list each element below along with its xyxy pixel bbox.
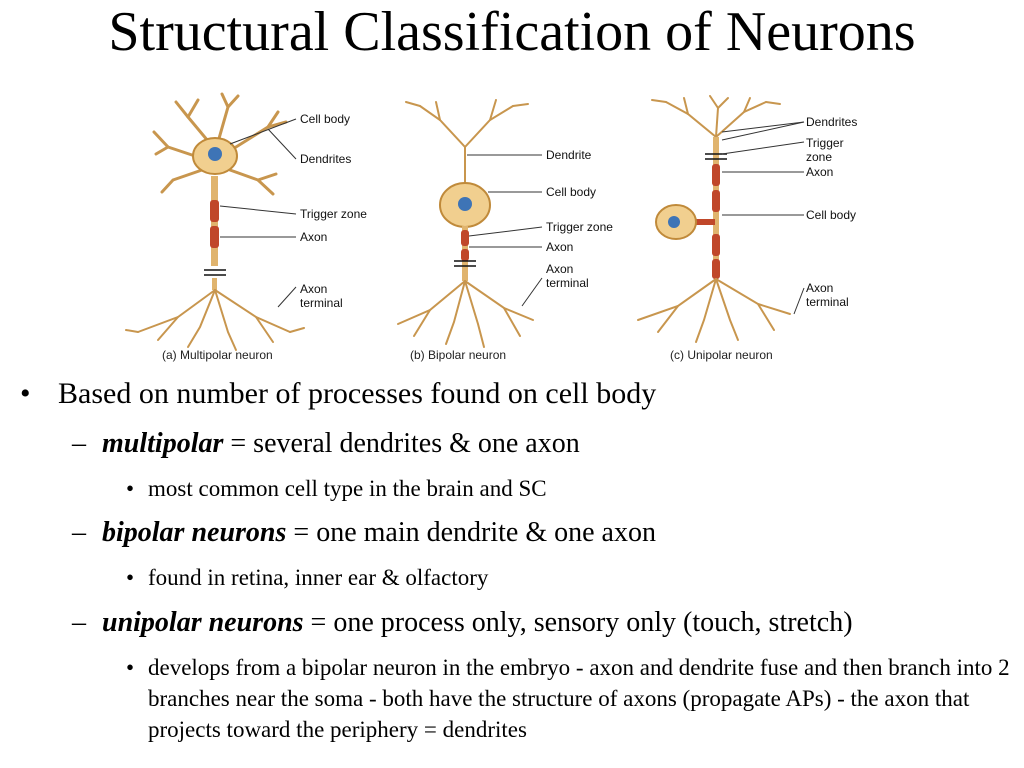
unipolar-axon-myelin xyxy=(712,164,720,279)
term-bipolar: bipolar neurons xyxy=(102,517,287,548)
label-dendrite-b: Dendrite xyxy=(546,148,592,162)
label-axon-terminal-c-line1: Axon xyxy=(806,281,833,295)
multipolar-nucleus xyxy=(208,147,222,161)
sub-multipolar-text: most common cell type in the brain and S… xyxy=(148,476,547,501)
label-axon-terminal-c-line2: terminal xyxy=(806,295,849,309)
bullet-multipolar-text: multipolar = several dendrites & one axo… xyxy=(102,427,580,461)
multipolar-axon-break xyxy=(204,269,226,276)
bullet-unipolar-text: unipolar neurons = one process only, sen… xyxy=(102,606,853,640)
bullet-mark: • xyxy=(20,377,31,410)
label-axon-terminal-a-line2: terminal xyxy=(300,296,343,310)
multipolar-dendrites xyxy=(152,92,288,196)
bipolar-dendrite xyxy=(405,99,529,188)
desc-multipolar: = several dendrites & one axon xyxy=(223,428,580,459)
bipolar-axon-break xyxy=(454,260,476,267)
unipolar-stem xyxy=(693,219,715,225)
label-axon-terminal-b-line1: Axon xyxy=(546,262,573,276)
unipolar-neuron: Dendrites Trigger zone Axon Cell body Ax… xyxy=(637,95,857,362)
label-cell-body-c: Cell body xyxy=(806,208,856,222)
label-axon-terminal-b-line2: terminal xyxy=(546,276,589,290)
dash-mark: – xyxy=(72,607,86,638)
unipolar-dendrites xyxy=(651,95,781,138)
unipolar-leaders xyxy=(721,121,805,315)
caption-bipolar: (b) Bipolar neuron xyxy=(410,348,506,362)
label-trigger-zone-a: Trigger zone xyxy=(300,207,367,221)
desc-bipolar: = one main dendrite & one axon xyxy=(286,517,656,548)
label-trigger-zone-c-line2: zone xyxy=(806,150,832,164)
unipolar-nucleus xyxy=(668,216,680,228)
sub-bullet-mark: • xyxy=(126,655,135,680)
multipolar-leaders xyxy=(219,118,297,308)
label-trigger-zone-b: Trigger zone xyxy=(546,220,613,234)
label-axon-c: Axon xyxy=(806,165,833,179)
desc-unipolar: = one process only, sensory only (touch,… xyxy=(303,607,853,638)
label-axon-a: Axon xyxy=(300,230,327,244)
bipolar-neuron: Dendrite Cell body Trigger zone Axon Axo… xyxy=(397,99,613,362)
bullet-main-text: Based on number of processes found on ce… xyxy=(58,377,657,410)
label-cell-body-b: Cell body xyxy=(546,185,596,199)
sub-unipolar-text: develops from a bipolar neuron in the em… xyxy=(148,655,1010,742)
multipolar-axon-terminal xyxy=(125,289,305,351)
sub-bullet-mark: • xyxy=(126,476,135,501)
neuron-diagram: Cell body Dendrites Trigger zone Axon Ax… xyxy=(118,92,898,370)
term-multipolar: multipolar xyxy=(102,428,224,459)
label-trigger-zone-c-line1: Trigger xyxy=(806,136,844,150)
caption-unipolar: (c) Unipolar neuron xyxy=(670,348,773,362)
term-unipolar: unipolar neurons xyxy=(102,607,304,638)
label-cell-body-a: Cell body xyxy=(300,112,350,126)
bipolar-nucleus xyxy=(458,197,472,211)
label-axon-b: Axon xyxy=(546,240,573,254)
slide-title: Structural Classification of Neurons xyxy=(108,1,916,63)
neuron-diagram-svg: Cell body Dendrites Trigger zone Axon Ax… xyxy=(125,92,857,362)
dash-mark: – xyxy=(72,428,86,459)
bipolar-axon-myelin xyxy=(461,230,469,261)
bipolar-leaders xyxy=(467,154,543,307)
caption-multipolar: (a) Multipolar neuron xyxy=(162,348,273,362)
label-axon-terminal-a-line1: Axon xyxy=(300,282,327,296)
multipolar-neuron: Cell body Dendrites Trigger zone Axon Ax… xyxy=(125,92,367,362)
sub-bipolar-text: found in retina, inner ear & olfactory xyxy=(148,565,489,590)
sub-bullet-mark: • xyxy=(126,565,135,590)
dash-mark: – xyxy=(72,517,86,548)
bipolar-axon-terminal xyxy=(397,280,534,348)
multipolar-axon-myelin xyxy=(210,200,219,248)
label-dendrites-a: Dendrites xyxy=(300,152,351,166)
bullet-bipolar-text: bipolar neurons = one main dendrite & on… xyxy=(102,516,656,550)
unipolar-axon-terminal xyxy=(637,278,791,343)
label-dendrites-c: Dendrites xyxy=(806,115,857,129)
